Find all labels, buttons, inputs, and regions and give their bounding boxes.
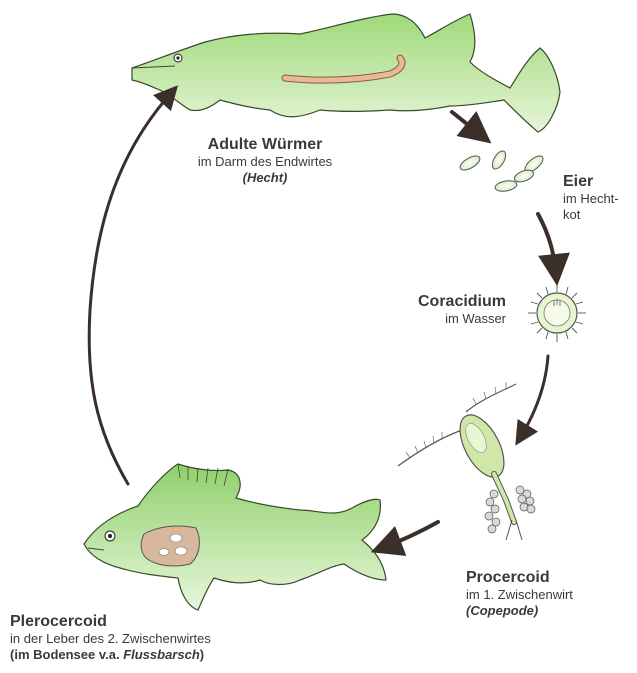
plerocercoid-note-suffix: ) — [200, 647, 204, 662]
procercoid-title: Procercoid — [466, 568, 631, 587]
plerocercoid-note-species: Flussbarsch — [123, 647, 200, 662]
coracidium-title: Coracidium — [380, 292, 506, 311]
plerocercoid-label: Plerocercoid in der Leber des 2. Zwische… — [10, 612, 310, 663]
procercoid-host: im 1. Zwischenwirt — [466, 587, 631, 603]
arrow-coracidium-to-copepod — [520, 356, 548, 438]
copepod-icon — [398, 382, 535, 540]
coracidium-location: im Wasser — [380, 311, 506, 327]
eggs-title: Eier — [563, 172, 633, 191]
plerocercoid-host: in der Leber des 2. Zwischenwirtes — [10, 631, 310, 647]
arrow-eggs-to-coracidium — [538, 214, 556, 274]
adult-worms-host-species: (Hecht) — [170, 170, 360, 186]
eggs-label: Eier im Hecht- kot — [563, 172, 633, 223]
coracidium-label: Coracidium im Wasser — [380, 292, 506, 327]
adult-worms-host: im Darm des Endwirtes — [170, 154, 360, 170]
eggs-location-1: im Hecht- — [563, 191, 633, 207]
perch-icon — [84, 464, 386, 610]
coracidium-icon — [528, 284, 586, 342]
eggs-location-2: kot — [563, 207, 633, 223]
arrow-copepod-to-perch — [382, 522, 438, 548]
adult-worms-title: Adulte Würmer — [170, 135, 360, 154]
arrow-adult-to-eggs — [452, 112, 482, 136]
pike-icon — [132, 14, 560, 132]
plerocercoid-title: Plerocercoid — [10, 612, 310, 631]
plerocercoid-note-prefix: (im Bodensee v.a. — [10, 647, 123, 662]
eggs-icon — [458, 149, 546, 193]
arrow-perch-to-pike — [89, 92, 172, 484]
procercoid-label: Procercoid im 1. Zwischenwirt (Copepode) — [466, 568, 631, 619]
plerocercoid-host-note: (im Bodensee v.a. Flussbarsch) — [10, 647, 310, 663]
procercoid-host-species: (Copepode) — [466, 603, 631, 619]
adult-worms-label: Adulte Würmer im Darm des Endwirtes (Hec… — [170, 135, 360, 186]
